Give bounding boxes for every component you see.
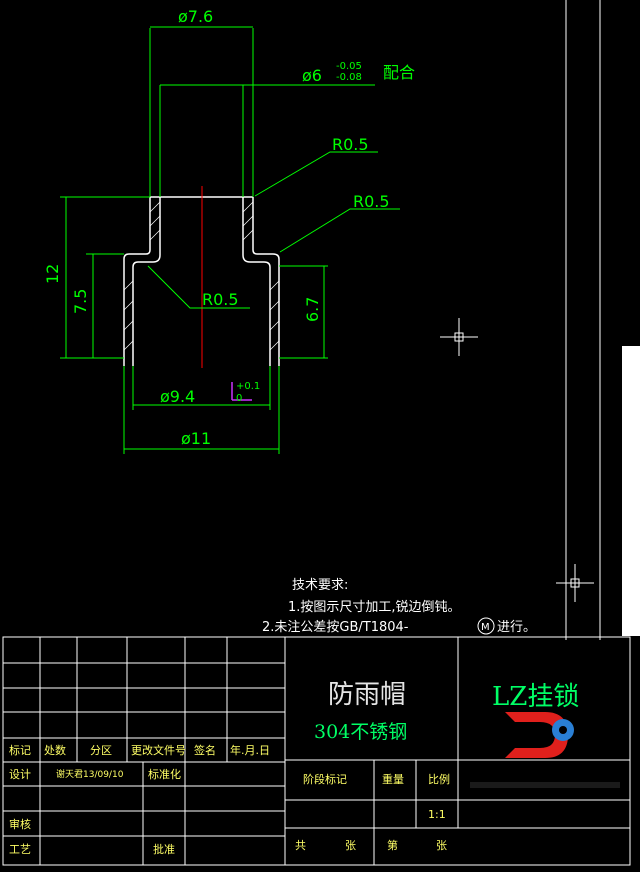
header-cell: 分区 [90,744,112,757]
dimension-lines [60,26,400,454]
tech-req-line1: 1.按图示尺寸加工,锐边倒钝。 [288,600,461,615]
dim-d-inner: ø9.4 [160,387,195,406]
scale-value: 1:1 [428,808,446,821]
section-hatch [123,201,280,351]
ucs-axis-icon [231,382,252,401]
dim-height-inner: 6.7 [303,297,322,322]
stage-label: 阶段标记 [303,772,347,786]
approve-label: 批准 [153,842,175,856]
side-panel [622,346,640,636]
dim-fit-note: 配合 [383,63,415,82]
title-block-frame [2,636,631,866]
crosshair-cursor-icon [440,318,478,356]
weight-label: 重量 [382,772,404,786]
company-name: LZ挂锁 [492,682,579,712]
company-logo [470,712,620,788]
dim-radius-2: R0.5 [353,192,390,211]
dim-d-top: ø7.6 [178,7,213,26]
review-label: 审核 [9,817,31,831]
dim-height-total: 12 [43,264,62,284]
dim-inner-tol-upper: +0.1 [236,381,260,392]
designer-name: 谢天君13/09/10 [56,768,124,780]
scale-label: 比例 [428,772,450,786]
tech-req-circle-symbol [477,617,495,635]
page-label: 第 [387,838,398,852]
design-label: 设计 [9,768,31,781]
header-cell: 处数 [44,744,66,757]
total-label: 共 [295,839,306,852]
process-label: 工艺 [9,843,31,856]
tech-req-title: 技术要求: [292,578,348,593]
tech-req-circle-text: M [481,622,490,633]
sheet-label: 张 [345,839,356,852]
dim-fit-lower-tol: -0.08 [336,72,362,83]
tech-req-line2-end: 进行。 [497,620,536,635]
dim-height-body: 7.5 [71,289,90,314]
header-cell: 年.月.日 [230,743,270,757]
header-cell: 标记 [9,743,31,757]
drawing-frame [565,0,601,640]
dim-radius-1: R0.5 [332,135,369,154]
dim-inner-tol-lower: 0 [236,393,242,404]
material: 304不锈钢 [314,721,407,743]
dim-d-outer: ø11 [181,429,211,448]
part-name: 防雨帽 [328,680,406,710]
header-cell: 签名 [194,743,216,757]
dim-d-fit: ø6 [302,66,322,85]
standardize-label: 标准化 [148,767,181,781]
header-cell: 更改文件号 [131,743,186,757]
page-label-2: 张 [436,839,447,852]
tech-req-line2: 2.未注公差按GB/T1804- [262,620,409,635]
crosshair-cursor-icon [556,564,594,602]
dim-fit-upper-tol: -0.05 [336,61,362,72]
dim-radius-3: R0.5 [202,290,239,309]
